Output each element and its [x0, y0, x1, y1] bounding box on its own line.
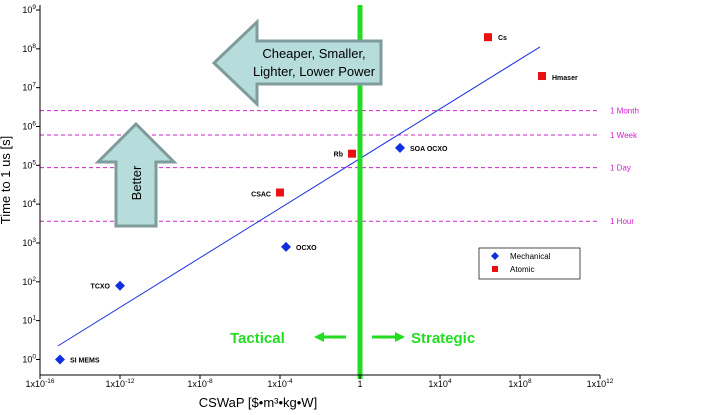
x-tick-label: 1 — [357, 379, 362, 389]
legend-atomic-marker — [492, 266, 498, 272]
legend-mechanical-marker — [491, 252, 499, 260]
y-tick-label: 107 — [22, 82, 36, 93]
point-marker-soa-ocxo — [395, 142, 405, 153]
tactical-arrow-head — [314, 332, 324, 342]
legend-mechanical-label: Mechanical — [510, 252, 551, 261]
point-label: OCXO — [296, 245, 317, 252]
left-arrow-line-2: Lighter, Lower Power — [253, 64, 376, 79]
x-tick-label: 1x10-8 — [187, 378, 213, 389]
point-marker-csac — [276, 188, 284, 197]
point-label: Cs — [498, 35, 507, 42]
point-label: TCXO — [91, 284, 111, 291]
reference-line-label: 1 Week — [610, 131, 638, 140]
legend-box — [478, 247, 581, 280]
x-ticks: 1x10-16 1x10-12 1x10-8 1x10-4 1 1x104 1x108 1x1… — [26, 375, 614, 389]
point-marker-rb — [348, 149, 356, 158]
left-arrow-shape — [211, 18, 383, 108]
point-label: Hmaser — [552, 75, 578, 82]
y-tick-label: 102 — [22, 276, 36, 287]
reference-line-label: 1 Hour — [610, 217, 634, 226]
up-arrow-label: Better — [129, 165, 144, 200]
point-label: SI MEMS — [70, 357, 100, 364]
y-tick-label: 108 — [22, 43, 36, 54]
strategic-arrow-head — [395, 332, 405, 342]
x-tick-label: 1x10-16 — [26, 378, 55, 389]
point-marker-hmaser — [538, 72, 546, 81]
legend-atomic-label: Atomic — [510, 265, 534, 274]
point-label: SOA OCXO — [410, 146, 448, 153]
y-tick-label: 100 — [22, 353, 36, 364]
point-label: Rb — [334, 152, 343, 159]
y-tick-label: 101 — [22, 315, 36, 326]
trend-line — [57, 46, 541, 347]
legend: Mechanical Atomic — [478, 247, 581, 280]
point-marker-ocxo — [281, 241, 291, 252]
x-axis-title: CSWaP [$•m³•kg•W] — [199, 395, 317, 410]
x-tick-label: 1x10-4 — [267, 378, 293, 389]
reference-line-label: 1 Month — [610, 107, 639, 116]
better-arrow: Better — [94, 121, 178, 228]
y-ticks: 100 101 102 103 104 105 106 107 108 109 — [22, 4, 40, 364]
point-label: CSAC — [251, 192, 271, 199]
point-marker-cs — [484, 33, 492, 42]
y-tick-label: 104 — [22, 198, 36, 209]
region-labels: Tactical Strategic — [230, 330, 475, 347]
cheaper-smaller-arrow: Cheaper, Smaller, Lighter, Lower Power — [211, 18, 383, 108]
x-tick-label: 1x108 — [508, 378, 532, 389]
x-tick-label: 1x104 — [428, 378, 452, 389]
tactical-label: Tactical — [230, 330, 285, 347]
y-tick-label: 105 — [22, 159, 36, 170]
point-marker-si-mems — [55, 354, 65, 365]
up-arrow-shape — [94, 121, 178, 228]
y-tick-label: 109 — [22, 4, 36, 15]
y-tick-label: 103 — [22, 237, 36, 248]
plot-frame — [39, 5, 600, 376]
left-arrow-line-1: Cheaper, Smaller, — [262, 46, 365, 61]
reference-line-label: 1 Day — [610, 164, 631, 173]
y-axis-title: Time to 1 us [s] — [0, 136, 13, 224]
strategic-label: Strategic — [411, 330, 475, 347]
x-tick-label: 1x10-12 — [106, 378, 135, 389]
y-tick-label: 106 — [22, 120, 36, 131]
x-tick-label: 1x1012 — [587, 378, 614, 389]
point-marker-tcxo — [115, 280, 125, 291]
